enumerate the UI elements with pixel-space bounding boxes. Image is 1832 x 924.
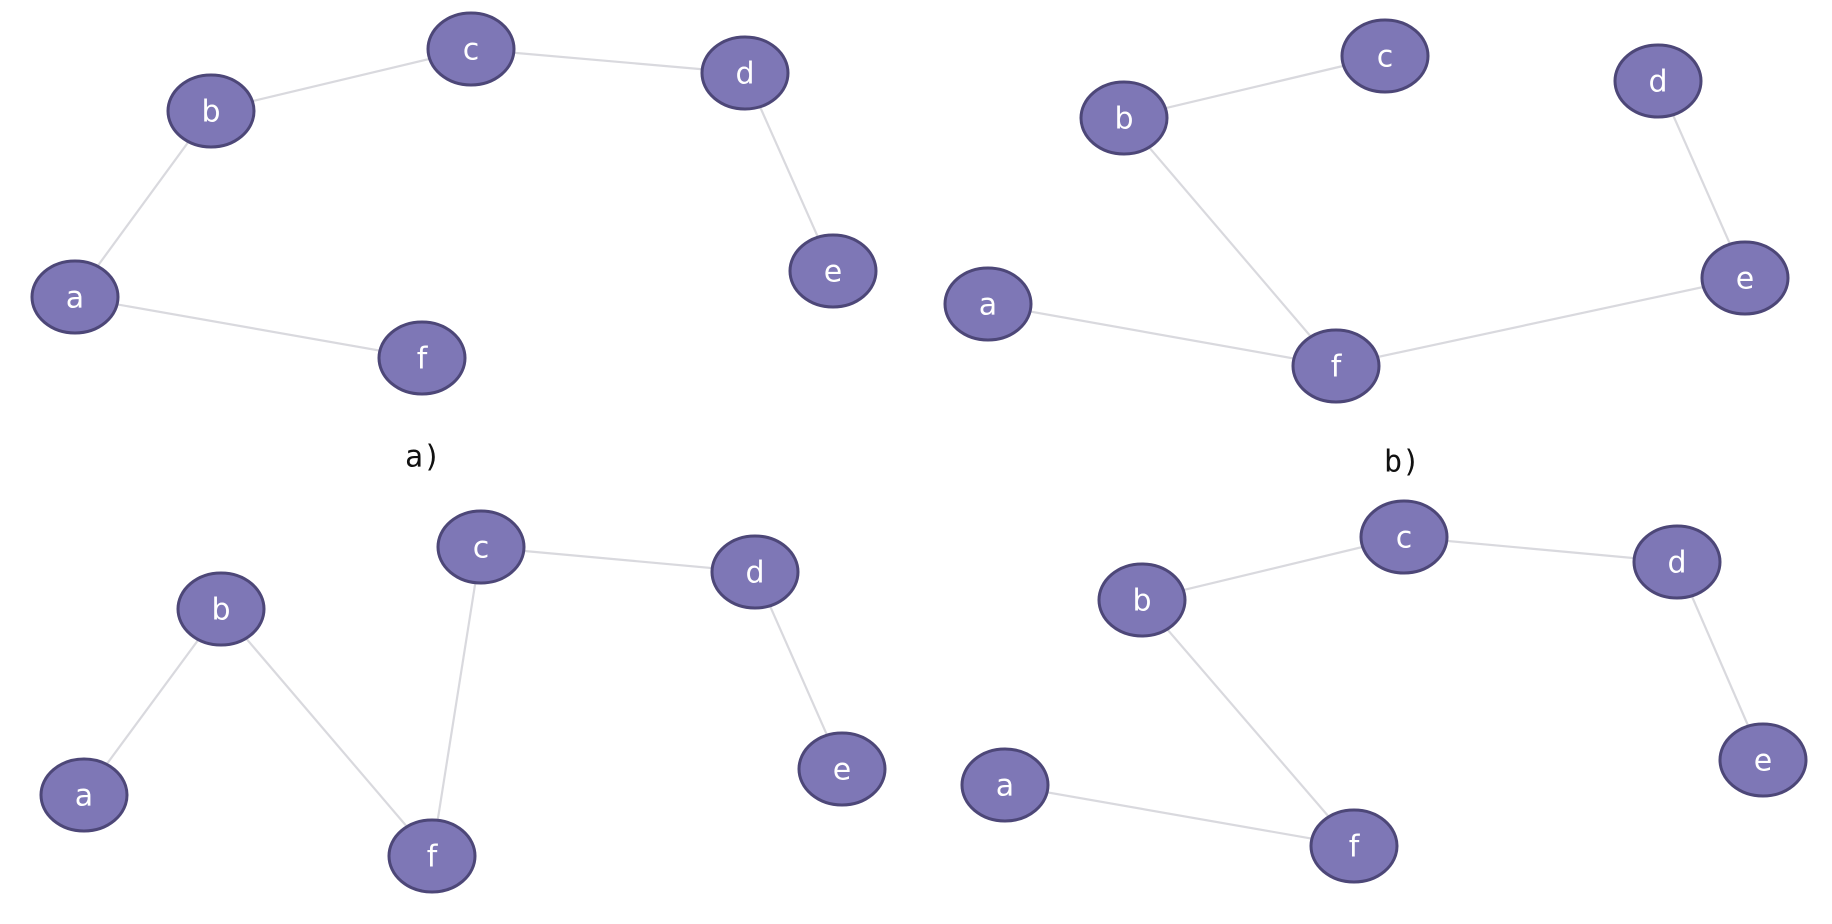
node-circle (30, 259, 120, 335)
node-circle (39, 757, 129, 833)
node-f: f (377, 320, 467, 396)
node-label: b (211, 593, 230, 628)
node-label: c (1377, 40, 1394, 75)
node-label: e (1736, 262, 1754, 297)
node-label: d (745, 556, 764, 591)
node-a: a (943, 266, 1033, 342)
node-label: e (1754, 744, 1772, 779)
node-label: a (979, 288, 997, 323)
node-a: a (39, 757, 129, 833)
node-label: b (1114, 102, 1133, 137)
node-label: a (996, 769, 1014, 804)
node-label: f (1331, 350, 1343, 385)
edge-c-f (430, 546, 483, 857)
node-e: e (797, 731, 887, 807)
graph-panel-2: a b c d e f b) (943, 18, 1790, 480)
node-label: f (417, 342, 429, 377)
node-circle (1359, 499, 1449, 575)
node-d: d (710, 534, 800, 610)
node-c: c (436, 509, 526, 585)
node-circle (788, 233, 878, 309)
node-d: d (1613, 43, 1703, 119)
node-circle (1097, 562, 1187, 638)
panel-caption: a) (405, 440, 441, 475)
node-a: a (30, 259, 120, 335)
node-circle (960, 747, 1050, 823)
node-d: d (1632, 524, 1722, 600)
node-label: a (66, 281, 84, 316)
node-circle (797, 731, 887, 807)
node-b: b (1079, 80, 1169, 156)
node-label: c (1396, 521, 1413, 556)
edge-b-f (1141, 599, 1355, 847)
node-e: e (1718, 722, 1808, 798)
node-circle (1291, 328, 1381, 404)
node-label: a (75, 779, 93, 814)
node-b: b (1097, 562, 1187, 638)
edge-a-f (987, 302, 1337, 368)
edge-c-d (1403, 535, 1678, 564)
node-circle (436, 509, 526, 585)
node-label: d (1667, 546, 1686, 581)
node-e: e (1700, 240, 1790, 316)
graph-panel-1: a b c d e f a) (30, 11, 878, 475)
node-e: e (788, 233, 878, 309)
edge-a-f (74, 295, 423, 360)
node-c: c (1359, 499, 1449, 575)
node-circle (1700, 240, 1790, 316)
node-b: b (166, 73, 256, 149)
edge-b-c (210, 47, 472, 113)
node-label: f (1349, 830, 1361, 865)
edge-b-f (1123, 117, 1337, 367)
node-circle (377, 320, 467, 396)
node-circle (1613, 43, 1703, 119)
node-label: b (1132, 584, 1151, 619)
node-label: e (833, 753, 851, 788)
graph-panel-4: a b c d e f (960, 499, 1808, 884)
node-circle (700, 35, 790, 111)
node-label: b (201, 95, 220, 130)
node-circle (943, 266, 1033, 342)
node-a: a (960, 747, 1050, 823)
graph-panel-3: a b c d e f (39, 509, 887, 894)
edge-f-e (1335, 276, 1746, 368)
node-label: d (1648, 65, 1667, 100)
node-circle (166, 73, 256, 149)
node-circle (1718, 722, 1808, 798)
node-label: e (824, 255, 842, 290)
node-label: f (427, 840, 439, 875)
node-c: c (426, 11, 516, 87)
node-circle (710, 534, 800, 610)
node-circle (387, 818, 477, 894)
node-circle (1079, 80, 1169, 156)
node-circle (176, 571, 266, 647)
node-c: c (1340, 18, 1430, 94)
panel-caption: b) (1384, 445, 1420, 480)
edge-c-d (470, 47, 746, 75)
edge-c-d (480, 545, 756, 574)
node-circle (1632, 524, 1722, 600)
node-b: b (176, 571, 266, 647)
edge-a-f (1004, 783, 1355, 848)
node-circle (1340, 18, 1430, 94)
node-circle (1309, 808, 1399, 884)
edge-b-c (1141, 535, 1405, 602)
node-f: f (1309, 808, 1399, 884)
node-f: f (1291, 328, 1381, 404)
node-label: c (463, 33, 480, 68)
node-label: d (735, 57, 754, 92)
edge-b-c (1123, 54, 1386, 120)
edge-b-f (220, 608, 433, 857)
node-d: d (700, 35, 790, 111)
node-label: c (473, 531, 490, 566)
node-circle (426, 11, 516, 87)
node-f: f (387, 818, 477, 894)
